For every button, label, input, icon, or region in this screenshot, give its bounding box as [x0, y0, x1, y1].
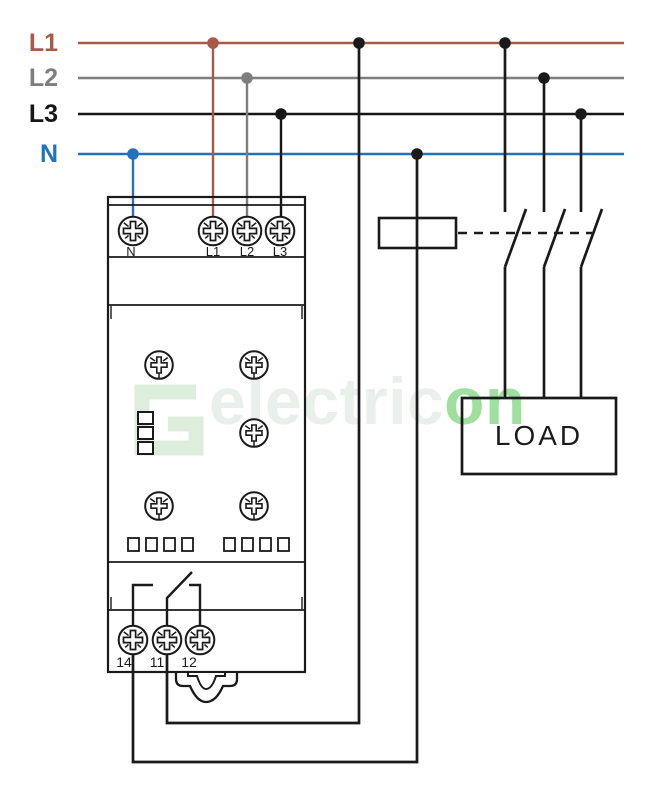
contact-14-branch — [131, 583, 153, 640]
terminal-screw-icon — [184, 624, 216, 656]
junction-dot — [241, 72, 253, 84]
dip-window — [223, 537, 236, 552]
relay-supply-wires — [131, 43, 283, 231]
junction-dot — [538, 72, 550, 84]
junction-dot — [499, 37, 511, 49]
relay-case-notches — [110, 306, 303, 609]
wire-l1-to-terminal-11 — [165, 43, 361, 725]
terminal-screw-icon — [231, 215, 263, 247]
watermark-logo-icon — [134, 384, 204, 456]
control-circuit-wires — [131, 43, 419, 764]
dip-window — [163, 537, 176, 552]
junction-dot — [353, 37, 365, 49]
load-box — [460, 396, 618, 476]
led-indicator — [137, 426, 154, 440]
junction-dots — [127, 37, 587, 160]
terminal-screw-icon — [197, 215, 229, 247]
contactor-pole-1 — [503, 43, 528, 398]
pole-3-blade — [579, 208, 604, 268]
adjustment-knobs — [144, 350, 269, 521]
terminal-screw-icon — [151, 624, 183, 656]
pole-2-blade — [542, 208, 567, 268]
dip-window — [277, 537, 290, 552]
junction-dot — [127, 148, 139, 160]
contactor-poles — [503, 43, 604, 398]
dip-window — [259, 537, 272, 552]
dip-window — [241, 537, 254, 552]
wire-coil-to-terminal-14 — [131, 154, 419, 764]
watermark-text-bright: on — [444, 364, 526, 438]
adjustment-knob-icon — [239, 491, 269, 521]
junction-dot — [411, 148, 423, 160]
junction-dot — [275, 108, 287, 120]
relay-device — [106, 195, 307, 704]
led-indicator — [137, 441, 154, 455]
dip-window — [127, 537, 140, 552]
adjustment-knob-icon — [239, 350, 269, 380]
contactor-coil — [377, 216, 458, 250]
terminal-screw-icon — [117, 624, 149, 656]
din-clip-inner — [187, 673, 226, 691]
led-indicators — [137, 411, 154, 455]
junction-dot — [207, 37, 219, 49]
dip-window — [145, 537, 158, 552]
led-indicator — [137, 411, 154, 425]
contactor-pole-2 — [542, 78, 567, 398]
pole-1-blade — [503, 208, 528, 268]
contactor-pole-3 — [579, 114, 604, 398]
terminal-screw-icon — [264, 215, 296, 247]
dip-window — [181, 537, 194, 552]
din-rail-clip — [174, 673, 239, 704]
dip-window-groups — [127, 537, 290, 552]
adjustment-knob-icon — [144, 350, 174, 380]
adjustment-knob-icon — [239, 418, 269, 448]
junction-dot — [575, 108, 587, 120]
terminal-screw-icon — [117, 215, 149, 247]
relay-device-body — [106, 195, 307, 674]
bus-lines — [78, 41, 624, 156]
adjustment-knob-icon — [144, 491, 174, 521]
contact-12-branch — [189, 583, 202, 640]
